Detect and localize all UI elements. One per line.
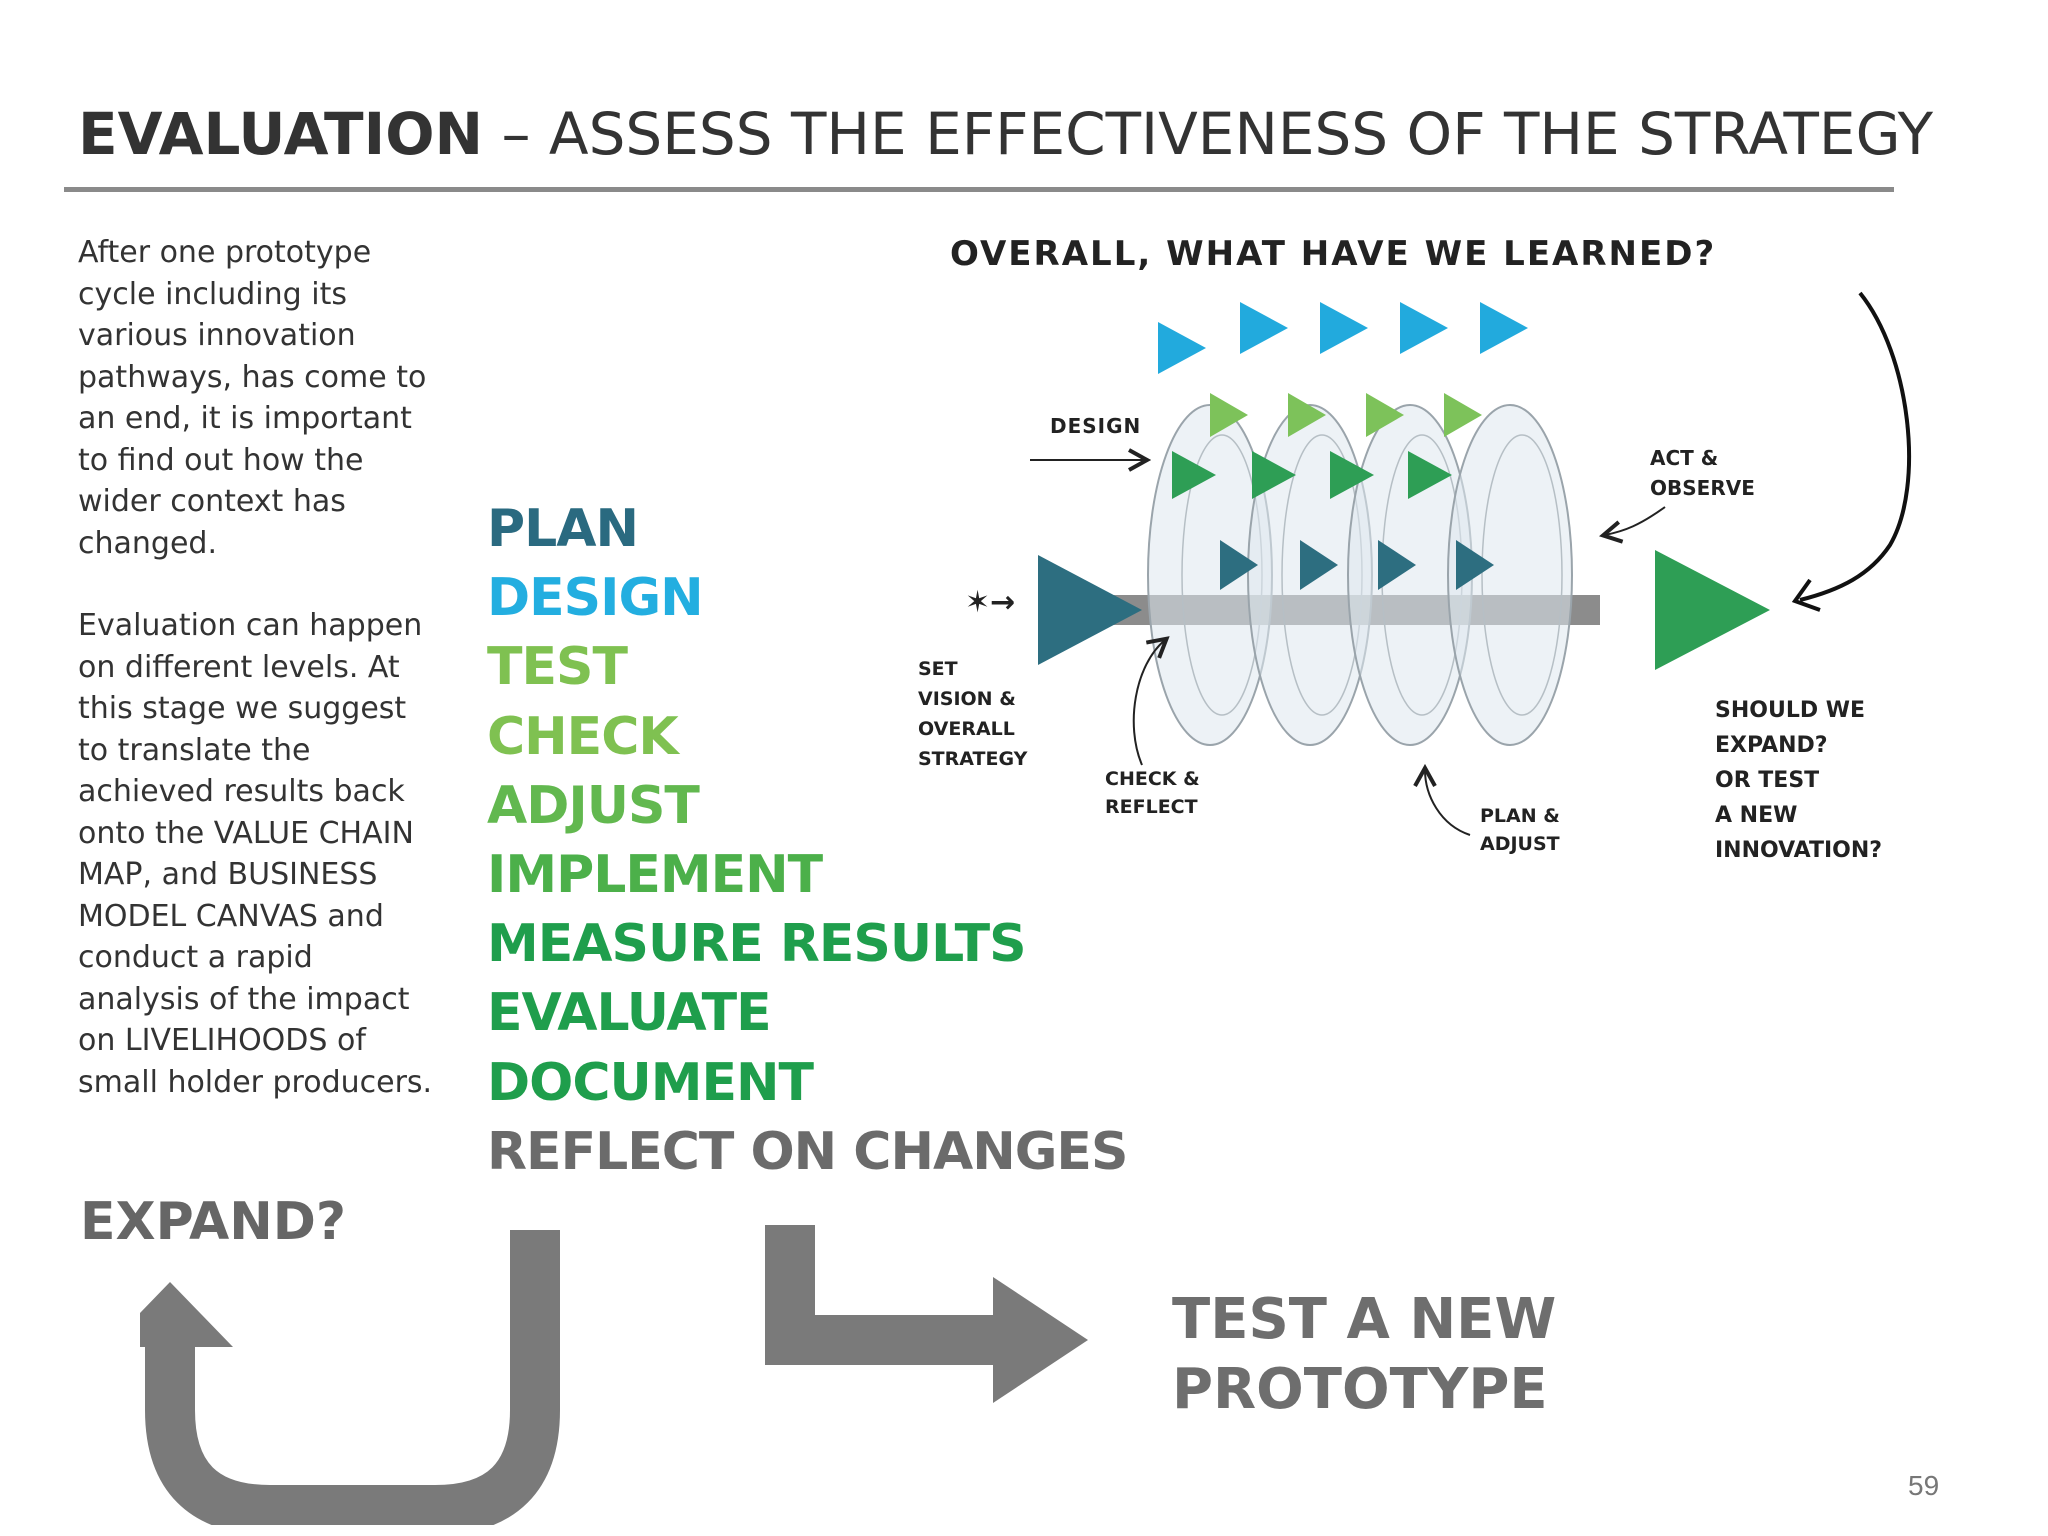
step-document: DOCUMENT: [487, 1052, 814, 1113]
label-plan-2: ADJUST: [1480, 833, 1560, 855]
learned-curve-arrow: [1799, 291, 1912, 602]
step-design: DESIGN: [487, 568, 704, 629]
label-set-1: SET: [918, 658, 958, 680]
elbow-arrow-body: [765, 1225, 995, 1365]
act-marker-2: [1288, 393, 1326, 437]
label-set-3: OVERALL: [918, 718, 1015, 740]
step-list: PLAN DESIGN TEST CHECK ADJUST IMPLEMENT MEASUR…: [487, 495, 1128, 1187]
label-check-1: CHECK &: [1105, 768, 1200, 790]
label-should-3: OR TEST: [1715, 768, 1819, 793]
title-divider: [64, 187, 1894, 192]
label-act-1: ACT &: [1650, 446, 1718, 470]
end-arrow: [1655, 550, 1770, 670]
title-rest: – ASSESS THE EFFECTIVENESS OF THE STRATE…: [483, 100, 1934, 168]
label-should-1: SHOULD WE: [1715, 698, 1865, 723]
label-should-4: A NEW: [1715, 803, 1797, 828]
start-arrow: [1038, 555, 1142, 665]
plan-marker-3: [1378, 540, 1416, 590]
check-arrow-line: [1132, 640, 1165, 766]
step-test: TEST: [487, 637, 628, 698]
start-star-icon: ✶→: [965, 585, 1015, 620]
label-check-2: REFLECT: [1105, 796, 1198, 818]
label-set-4: STRATEGY: [918, 748, 1028, 770]
u-turn-arrowhead: [140, 1282, 233, 1347]
test-new-line-2: PROTOTYPE: [1172, 1357, 1548, 1422]
label-set-2: VISION &: [918, 688, 1016, 710]
label-should-5: INNOVATION?: [1715, 838, 1882, 863]
step-measure-results: MEASURE RESULTS: [487, 914, 1027, 975]
u-turn-arrow-body: [145, 1230, 560, 1525]
loop-group: [1147, 404, 1573, 746]
design-marker-5: [1480, 302, 1528, 354]
act-marker-1: [1210, 393, 1248, 437]
loop-4: [1447, 404, 1573, 746]
design-marker-4: [1400, 302, 1448, 354]
page-number: 59: [1908, 1470, 1940, 1501]
act-arrow-line: [1605, 506, 1666, 535]
loop-inner-4: [1481, 434, 1563, 716]
step-adjust: ADJUST: [487, 775, 700, 836]
plan-marker-1: [1220, 540, 1258, 590]
elbow-arrowhead: [993, 1277, 1088, 1403]
diagram-heading: OVERALL, WHAT HAVE WE LEARNED?: [950, 234, 1716, 274]
page-title: EVALUATION – ASSESS THE EFFECTIVENESS OF…: [78, 100, 1933, 168]
learned-curve-arrowhead: [1791, 578, 1821, 612]
act-marker-4: [1444, 393, 1482, 437]
plan-marker-2: [1300, 540, 1338, 590]
label-act-2: OBSERVE: [1650, 476, 1755, 500]
intro-paragraph-1: After one prototype cycle including its …: [78, 235, 427, 561]
design-marker-2: [1240, 302, 1288, 354]
step-reflect-on-changes: REFLECT ON CHANGES: [487, 1121, 1128, 1182]
intro-text: After one prototype cycle including its …: [78, 232, 438, 1144]
check-marker-2: [1252, 451, 1296, 499]
check-marker-4: [1408, 451, 1452, 499]
step-implement: IMPLEMENT: [487, 845, 823, 906]
test-new-prototype: TEST A NEW PROTOTYPE: [1172, 1285, 1556, 1425]
check-marker-1: [1172, 451, 1216, 499]
plan-arrow-line: [1425, 770, 1471, 836]
prototype-cycle-diagram: OVERALL, WHAT HAVE WE LEARNED? DESIGN AC…: [918, 234, 1912, 863]
act-marker-3: [1366, 393, 1404, 437]
step-check: CHECK: [487, 706, 679, 767]
design-marker-3: [1320, 302, 1368, 354]
expand-label: EXPAND?: [80, 1192, 347, 1252]
check-marker-3: [1330, 451, 1374, 499]
step-plan: PLAN: [487, 499, 639, 559]
label-design: DESIGN: [1050, 414, 1141, 438]
design-marker-1: [1158, 322, 1206, 374]
intro-paragraph-2: Evaluation can happen on different level…: [78, 608, 433, 1100]
test-new-line-1: TEST A NEW: [1172, 1287, 1557, 1352]
label-should-2: EXPAND?: [1715, 733, 1828, 758]
flow-arrows: [140, 1225, 1088, 1525]
plan-marker-4: [1456, 540, 1494, 590]
label-plan-1: PLAN &: [1480, 805, 1560, 827]
title-bold: EVALUATION: [78, 100, 484, 168]
marker-group: [1158, 302, 1528, 590]
step-evaluate: EVALUATE: [487, 983, 772, 1044]
